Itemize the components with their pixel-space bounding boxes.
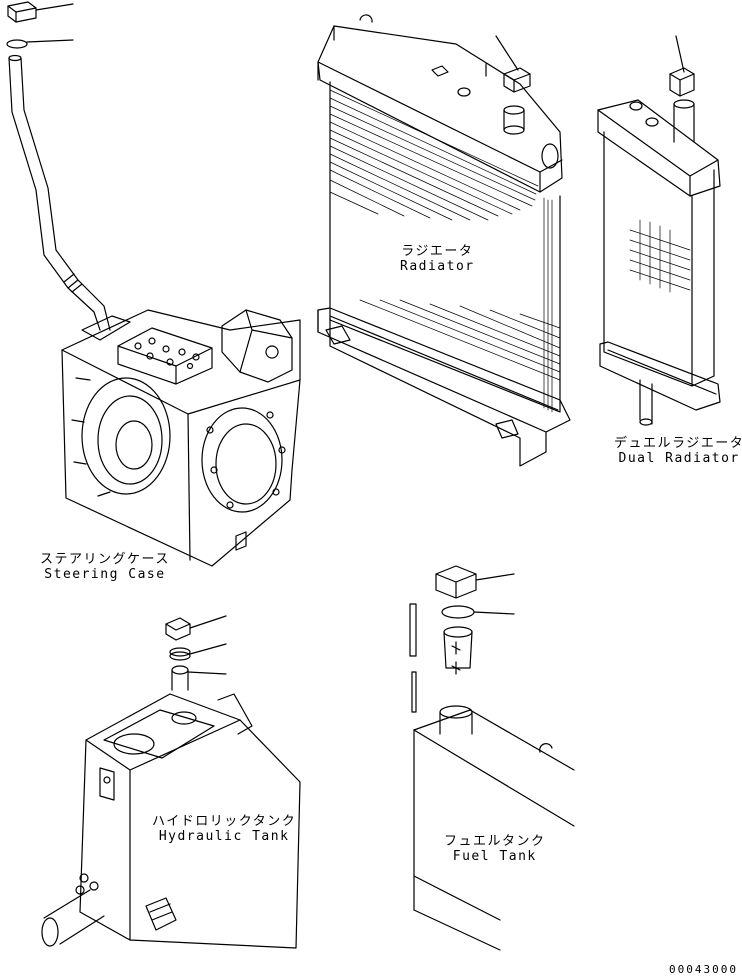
dual-radiator-drawing xyxy=(597,35,721,426)
leader-line xyxy=(495,35,519,71)
fuel-tank-label-ja: フュエルタンク xyxy=(444,834,546,849)
leader-line xyxy=(35,3,74,11)
steering-case-body xyxy=(61,309,301,567)
steering-case-label: ステアリングケース Steering Case xyxy=(40,552,170,582)
fuel-tank-label: フュエルタンク Fuel Tank xyxy=(444,834,546,864)
leader-line xyxy=(675,35,685,73)
steering-filler-pipe xyxy=(8,54,111,331)
fuel-tank-drawing xyxy=(409,565,575,951)
dual-radiator-label-ja: デュエルラジエータ xyxy=(614,436,742,451)
hydraulic-tank-label: ハイドロリックタンク Hydraulic Tank xyxy=(152,814,296,844)
steering-case-label-ja: ステアリングケース xyxy=(40,552,170,567)
dual-radiator-label: デュエルラジエータ Dual Radiator xyxy=(614,436,742,466)
leader-line xyxy=(26,39,74,43)
radiator-label-ja: ラジエータ xyxy=(401,244,474,259)
hydraulic-tank-label-en: Hydraulic Tank xyxy=(158,829,290,844)
fuel-tank-label-en: Fuel Tank xyxy=(452,849,537,864)
leader-line xyxy=(189,643,227,655)
leader-line xyxy=(189,615,227,629)
leader-line xyxy=(473,611,515,615)
hydraulic-tank-label-ja: ハイドロリックタンク xyxy=(152,814,297,829)
steering-case-drawing xyxy=(6,1,301,567)
leader-line xyxy=(475,573,515,581)
radiator-label-en: Radiator xyxy=(400,259,475,274)
steering-case-label-en: Steering Case xyxy=(44,567,166,582)
steering-oring-part xyxy=(6,39,28,49)
dual-radiator-label-en: Dual Radiator xyxy=(618,451,740,466)
radiator-label: ラジエータ Radiator xyxy=(400,244,475,274)
radiator-drawing xyxy=(317,14,571,467)
hydraulic-tank-drawing xyxy=(41,615,301,949)
steering-cap-part xyxy=(7,1,37,23)
leader-line xyxy=(187,671,227,675)
document-number: 00043000 xyxy=(669,963,738,976)
